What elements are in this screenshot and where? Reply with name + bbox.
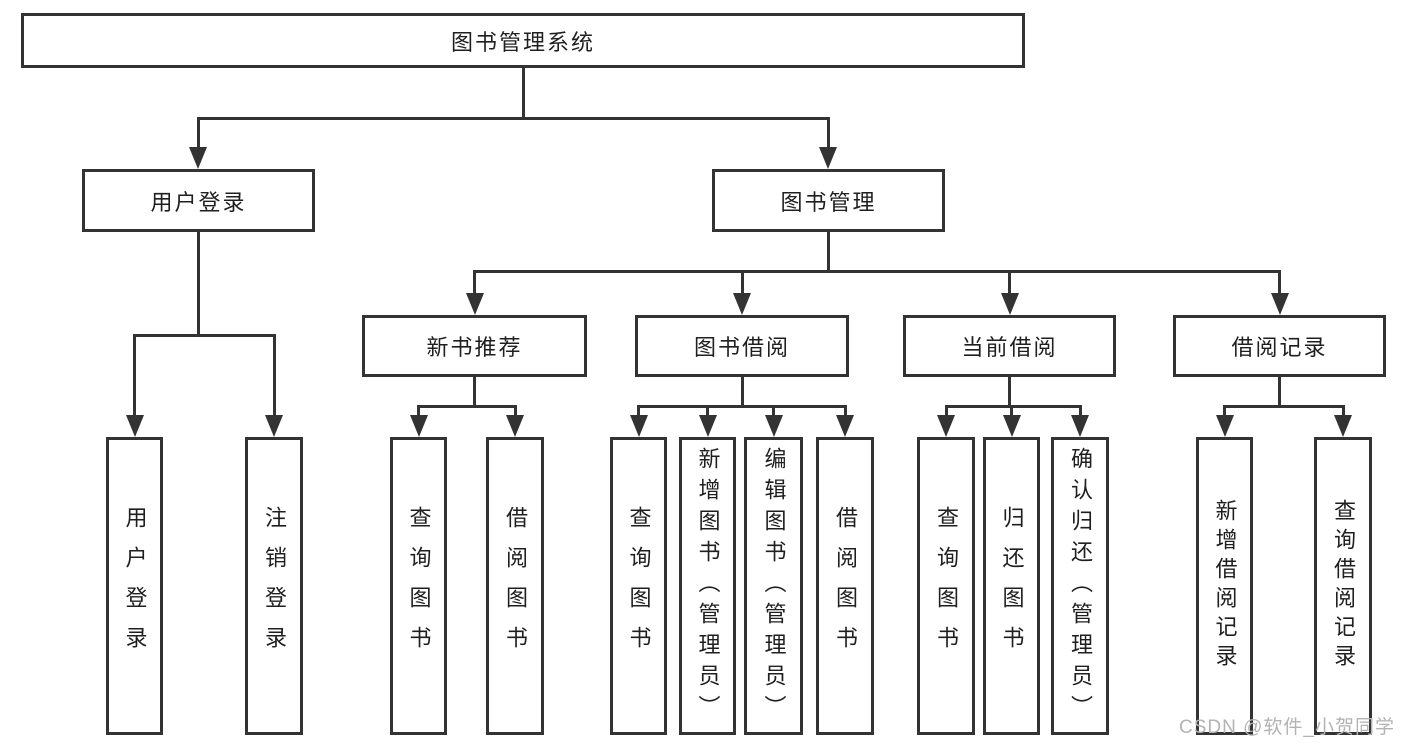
- node-label: 图书管理: [780, 189, 877, 215]
- arrow-to-leaf-user-login: [133, 335, 136, 415]
- arrow-to-leaf-query-books-current: [944, 406, 948, 415]
- node-new-book-recommendation: 新书推荐: [362, 315, 587, 377]
- leaf-query-books-current: 查询图书: [917, 437, 975, 735]
- connector-current-branch: [944, 405, 1082, 408]
- arrow-to-leaf-borrow-books-recommend: [513, 406, 517, 415]
- node-current-borrowing: 当前借阅: [903, 315, 1116, 377]
- node-label: 借阅图书: [503, 506, 528, 666]
- arrow-to-leaf-edit-books-admin: [772, 406, 775, 415]
- connector-root-stem: [521, 68, 525, 120]
- node-label: 借阅图书: [833, 506, 858, 666]
- node-label: 归还图书: [999, 506, 1025, 666]
- leaf-logout: 注销登录: [245, 437, 303, 735]
- node-library-management-system: 图书管理系统: [21, 13, 1025, 68]
- node-label: 查询图书: [406, 506, 432, 666]
- connector-records-branch: [1223, 405, 1345, 408]
- node-borrowing-records: 借阅记录: [1173, 315, 1386, 377]
- node-label: 用户登录: [122, 506, 148, 666]
- csdn-watermark: CSDN @软件_小贺同学: [1179, 717, 1395, 738]
- node-label: 查询图书: [934, 506, 959, 666]
- connector-recommendation-stem: [473, 377, 476, 408]
- leaf-query-books-recommend: 查询图书: [390, 437, 447, 735]
- node-label: 新书推荐: [426, 335, 523, 360]
- arrow-to-leaf-confirm-return-admin: [1078, 406, 1082, 415]
- arrow-to-book-borrowing: [740, 271, 744, 293]
- arrow-to-leaf-return-books: [1010, 406, 1013, 415]
- node-label: 编辑图书（管理员）: [761, 446, 787, 726]
- node-label: 用户登录: [150, 189, 247, 215]
- node-label: 查询借阅记录: [1331, 499, 1356, 673]
- arrow-to-user-login: [196, 118, 200, 147]
- leaf-add-books-admin: 新增图书（管理员）: [679, 437, 736, 735]
- node-label: 确认归还（管理员）: [1068, 446, 1093, 726]
- leaf-return-books: 归还图书: [983, 437, 1040, 735]
- arrow-to-leaf-logout: [272, 335, 276, 415]
- node-label: 注销登录: [262, 506, 287, 666]
- node-label: 当前借阅: [961, 335, 1058, 360]
- node-book-management: 图书管理: [712, 169, 945, 232]
- leaf-query-borrow-record: 查询借阅记录: [1314, 437, 1372, 735]
- node-label: 新增借阅记录: [1212, 499, 1238, 673]
- leaf-borrow-books-recommend: 借阅图书: [486, 437, 544, 735]
- leaf-query-books-borrowing: 查询图书: [610, 437, 667, 735]
- node-label: 图书管理系统: [450, 29, 595, 55]
- arrow-to-leaf-query-books-recommend: [417, 406, 420, 415]
- arrow-to-leaf-query-borrow-record: [1341, 406, 1345, 415]
- connector-book-management-stem: [826, 232, 830, 273]
- connector-user-login-stem: [196, 232, 200, 337]
- arrow-to-new-book-recommendation: [473, 271, 476, 293]
- leaf-borrow-books-borrowing: 借阅图书: [816, 437, 874, 735]
- connector-records-stem: [1278, 377, 1281, 408]
- leaf-add-borrow-record: 新增借阅记录: [1196, 437, 1253, 735]
- node-label: 新增图书（管理员）: [695, 446, 721, 726]
- node-label: 查询图书: [626, 506, 652, 666]
- arrow-to-leaf-borrow-books-borrowing: [843, 406, 847, 415]
- arrow-to-book-management: [826, 118, 830, 147]
- connector-recommendation-branch: [417, 405, 517, 408]
- node-book-borrowing: 图书借阅: [635, 315, 849, 377]
- node-label: 借阅记录: [1231, 335, 1328, 360]
- connector-borrowing-stem: [740, 377, 744, 408]
- connector-borrowing-branch: [637, 405, 847, 408]
- connector-current-stem: [1008, 377, 1011, 408]
- arrow-to-borrowing-records: [1278, 271, 1281, 293]
- leaf-confirm-return-admin: 确认归还（管理员）: [1051, 437, 1109, 735]
- connector-user-login-branch: [133, 333, 276, 337]
- leaf-edit-books-admin: 编辑图书（管理员）: [744, 437, 803, 735]
- connector-root-branch: [196, 117, 830, 120]
- arrow-to-current-borrowing: [1008, 271, 1011, 293]
- arrow-to-leaf-query-books-borrowing: [637, 406, 640, 415]
- arrow-to-leaf-add-books-admin: [706, 406, 709, 415]
- node-user-login: 用户登录: [82, 169, 315, 232]
- node-label: 图书借阅: [693, 335, 790, 360]
- arrow-to-leaf-add-borrow-record: [1223, 406, 1226, 415]
- connector-book-management-branch: [473, 270, 1281, 273]
- leaf-user-login: 用户登录: [106, 437, 163, 735]
